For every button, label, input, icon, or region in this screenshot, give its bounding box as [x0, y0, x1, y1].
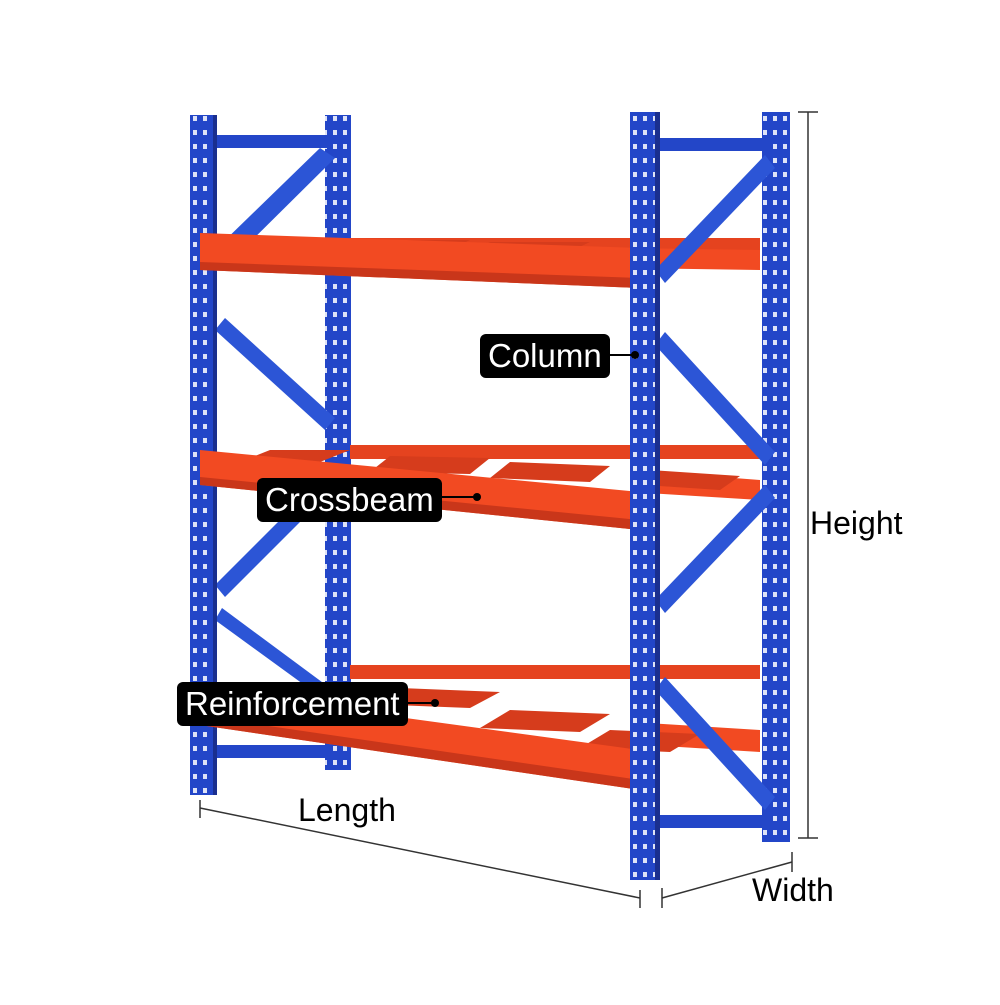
callout-pointers	[402, 351, 639, 707]
height-label: Height	[810, 505, 903, 541]
reinforcement-label: Reinforcement	[177, 682, 408, 726]
right-frame	[630, 112, 790, 880]
column-label: Column	[480, 334, 610, 378]
width-label: Width	[752, 872, 834, 908]
crossbeam-pointer-dot	[473, 493, 481, 501]
crossbeam-label: Crossbeam	[257, 478, 442, 522]
length-label: Length	[298, 792, 396, 828]
dimension-lines	[199, 111, 818, 908]
reinforcement-pointer-dot	[431, 699, 439, 707]
left-frame	[190, 115, 351, 795]
width-dimension-line	[661, 861, 793, 899]
column-pointer-dot	[631, 351, 639, 359]
length-dimension-line	[199, 807, 641, 899]
